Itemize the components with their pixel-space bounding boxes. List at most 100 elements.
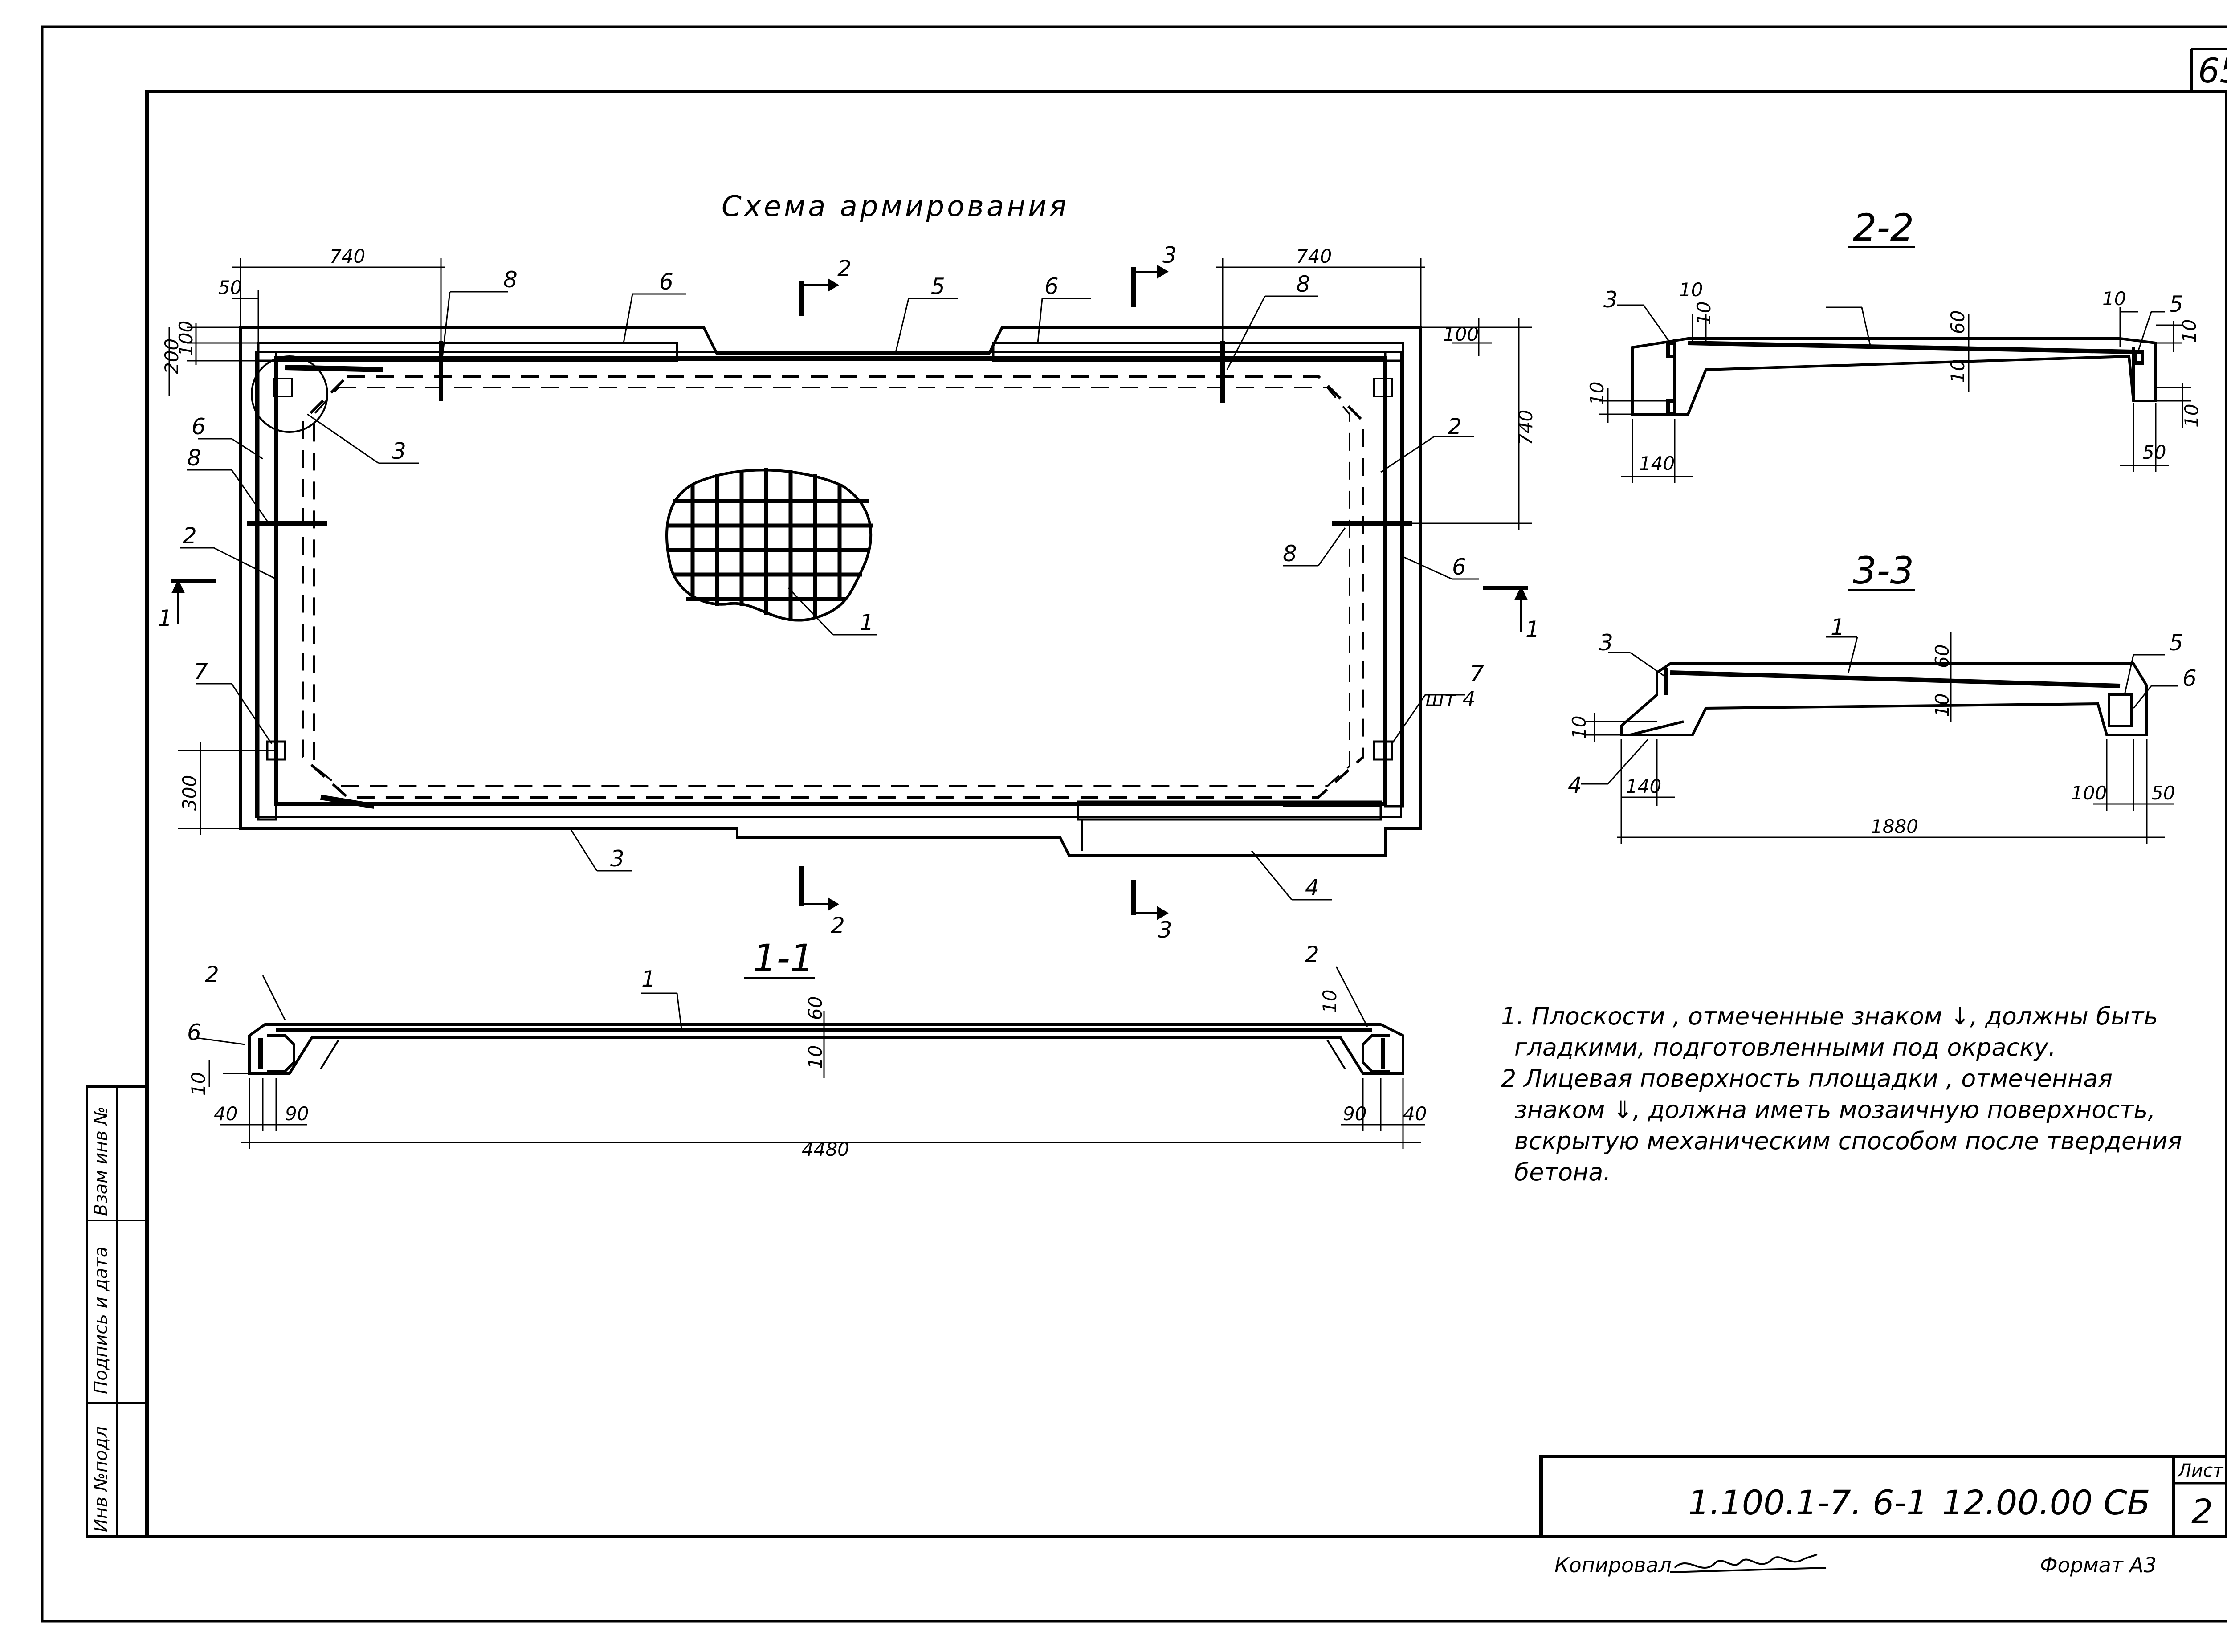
s33-dim-total: 1880: [1871, 816, 1918, 837]
format-label: Формат А3: [2040, 1553, 2157, 1577]
s11-dim-10-mid: 10: [804, 1045, 826, 1069]
side-inv-podl: Инв №подл: [91, 1426, 111, 1532]
cut-2-bottom: 2: [831, 913, 845, 938]
label-4: 4: [1305, 875, 1319, 901]
s33-dim-140: 140: [1626, 775, 1661, 797]
dim-top-left: 740: [330, 245, 365, 267]
doc-number: 12.00.00 СБ: [1942, 1483, 2150, 1522]
s22-dim-10-b: 10: [1693, 302, 1715, 325]
dim-200: 200: [161, 339, 183, 374]
notes: 1. Плоскости , отмеченные знаком ↓, долж…: [1501, 1002, 2182, 1186]
s33-dim-50: 50: [2151, 782, 2175, 804]
embed-7-right: [1373, 740, 1393, 761]
s33-label-6: 6: [2182, 665, 2197, 691]
s33-dim-100: 100: [2071, 782, 2107, 804]
s33-label-5: 5: [2169, 630, 2183, 656]
note-line-2: гладкими, подготовленными под окраску.: [1514, 1033, 2056, 1061]
s22-label-3: 3: [1603, 287, 1618, 313]
note-line-5: вскрытую механическим способом после тве…: [1514, 1127, 2182, 1155]
label-6-top-right: 6: [1044, 273, 1059, 299]
s22-dim-50: 50: [2142, 441, 2166, 463]
section-1-1-title: 1-1: [753, 936, 814, 980]
page-number: 65: [2198, 51, 2227, 90]
cut-2-top: 2: [837, 256, 852, 281]
plan-title: Схема армирования: [722, 190, 1069, 223]
label-6-right: 6: [1452, 554, 1466, 580]
s11-dim-60: 60: [804, 996, 826, 1020]
s22-dim-10-c: 10: [2102, 288, 2126, 310]
section-3-3: [1581, 632, 2178, 844]
s33-dim-60: 60: [1931, 644, 1953, 668]
note-line-3: 2 Лицевая поверхность площадки , отмечен…: [1501, 1065, 2113, 1093]
side-vzam: Взам инв №: [91, 1106, 111, 1216]
cut-3-top: 3: [1162, 242, 1177, 268]
dim-100-right: 100: [1443, 323, 1479, 345]
s11-label-1: 1: [641, 966, 656, 992]
label-7-left: 7: [194, 659, 208, 685]
section-1-1: [196, 966, 1425, 1149]
bar-6-left: [257, 351, 277, 821]
sheet-number: 2: [2191, 1492, 2213, 1531]
label-7-right: 7: [1470, 661, 1484, 687]
s33-label-3: 3: [1599, 630, 1613, 656]
label-8-top-left: 8: [503, 267, 518, 293]
label-6-top-left: 6: [659, 269, 673, 295]
dim-100-left: 100: [175, 321, 197, 356]
bar-6-right: [1384, 351, 1404, 808]
s33-label-4: 4: [1568, 772, 1582, 798]
mesh-patch: [665, 468, 873, 622]
s11-dim-total: 4480: [802, 1138, 849, 1160]
plan-view: [168, 258, 1532, 920]
dim-300: 300: [179, 775, 200, 811]
signature: [1670, 1554, 1827, 1573]
title-block: [1539, 1455, 2227, 1538]
copied-by: Копировал: [1554, 1553, 1672, 1577]
label-8-top-right: 8: [1296, 271, 1310, 297]
frame-border: [145, 90, 2227, 1538]
s11-dim-40-right: 40: [1403, 1103, 1427, 1125]
note-line-4: знаком ⇓, должна иметь мозаичную поверхн…: [1514, 1096, 2155, 1124]
side-podpis: Подпись и дата: [91, 1247, 111, 1394]
s11-label-6: 6: [187, 1020, 201, 1045]
dim-left-offset: 50: [218, 277, 242, 298]
doc-code: 1.100.1-7. 6-1: [1688, 1483, 1928, 1522]
s11-dim-10-left: 10: [188, 1072, 209, 1096]
s33-label-1: 1: [1831, 614, 1845, 640]
s22-dim-10-e: 10: [1586, 382, 1608, 405]
s11-dim-10-right: 10: [1319, 990, 1341, 1013]
label-1: 1: [860, 610, 874, 636]
rebar-frame: [274, 356, 1387, 806]
sheet-label: Лист: [2177, 1460, 2224, 1481]
s11-dim-40-left: 40: [214, 1103, 237, 1125]
s11-label-2-left: 2: [205, 962, 219, 987]
s22-dim-140: 140: [1639, 453, 1675, 474]
s22-dim-10-d: 10: [2178, 319, 2200, 343]
label-5: 5: [931, 273, 945, 299]
note-line-1: 1. Плоскости , отмеченные знаком ↓, долж…: [1501, 1002, 2158, 1030]
bar-4-bottom: [1077, 800, 1382, 821]
note-line-6: бетона.: [1514, 1158, 1611, 1186]
s22-label-5: 5: [2169, 291, 2183, 317]
cut-3-bottom: 3: [1158, 917, 1172, 943]
label-8-left: 8: [187, 445, 201, 471]
label-8-right: 8: [1283, 541, 1297, 567]
s11-dim-90-left: 90: [285, 1103, 309, 1125]
section-3-3-title: 3-3: [1853, 549, 1914, 592]
label-6-left: 6: [192, 414, 206, 440]
label-2-left: 2: [183, 523, 197, 549]
label-2-right: 2: [1448, 414, 1462, 440]
s11-dim-90-right: 90: [1343, 1103, 1366, 1125]
section-2-2-title: 2-2: [1853, 206, 1914, 249]
detail-circle-3: [251, 355, 328, 433]
s11-label-2-right: 2: [1305, 942, 1319, 967]
s22-dim-10-f: 10: [2181, 404, 2203, 428]
s22-dim-10-a: 10: [1679, 279, 1703, 301]
s22-dim-60: 60: [1947, 310, 1969, 334]
plan-outline: [239, 326, 1422, 857]
s33-dim-10-mid: 10: [1931, 693, 1953, 717]
label-3-top: 3: [392, 438, 406, 464]
mesh-contour: [302, 375, 1364, 799]
s33-dim-10-left: 10: [1568, 716, 1590, 739]
outer-border: [41, 25, 2227, 1623]
label-7-qty: шт 4: [1425, 687, 1476, 711]
